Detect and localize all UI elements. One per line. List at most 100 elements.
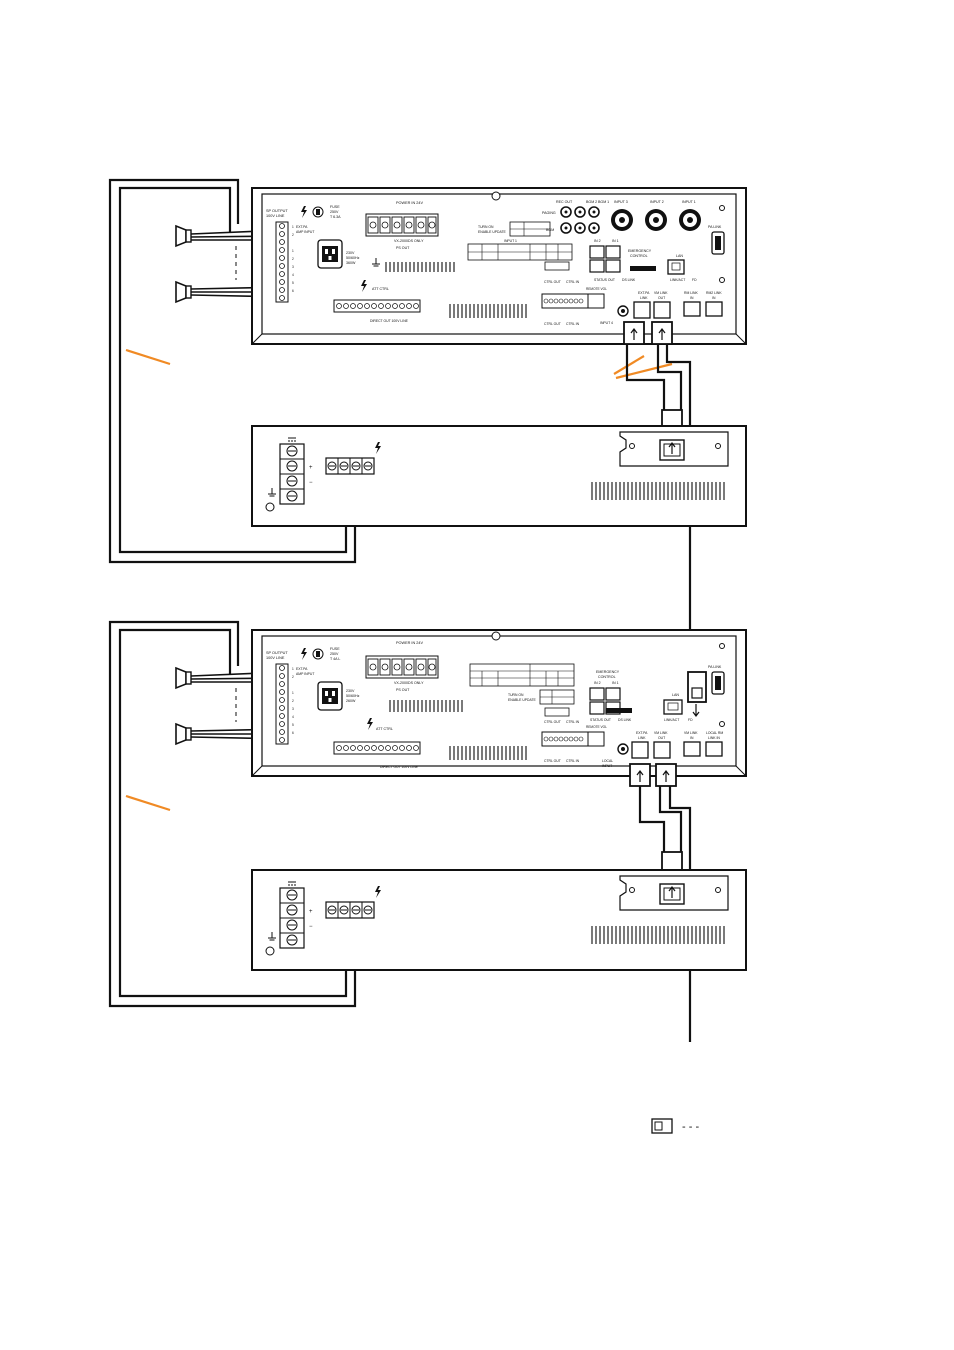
fd-label: FD (692, 278, 697, 282)
ext-pa-link-port[interactable] (631, 741, 649, 759)
ctrl-out-label: CTRL OUT (544, 280, 561, 284)
vm-link-in-port[interactable] (683, 741, 701, 757)
ext-pa-link-word: LINK (640, 296, 648, 300)
in2-label: IN 2 (594, 239, 601, 243)
rm2-link-in-port[interactable] (705, 301, 723, 317)
turn-on-label: TURN ON (508, 693, 524, 697)
svg-text:2: 2 (292, 675, 294, 679)
ctrl-out-label: CTRL OUT (544, 720, 561, 724)
link-act-label: LINK/ACT (664, 718, 679, 722)
ext-pa-link-label: EXT.PA (638, 291, 650, 295)
lightning-icon (375, 886, 381, 898)
vm-link-in-word: IN (690, 736, 694, 740)
rm-link-in-port[interactable] (683, 301, 701, 317)
ctrl-in-label-2: CTRL IN (566, 322, 580, 326)
speaker-line-loop-top (108, 178, 357, 564)
amp-input-label: AMP INPUT (296, 230, 314, 234)
ac-frequency: 50/60Hz (346, 694, 360, 698)
speaker-icon (175, 280, 192, 304)
svg-text:−: − (309, 924, 313, 930)
link-act-label: LINK/ACT (670, 278, 685, 282)
ds-link-label: DS LINK (622, 278, 636, 282)
rm-link-in-word: IN (690, 296, 694, 300)
ext-pa-link-label: EXT.PA (636, 731, 648, 735)
input3-label: INPUT 3 (614, 200, 628, 204)
fuse-label: FUSE (330, 647, 340, 651)
vm-link-label: VM LINK (654, 731, 668, 735)
ctrl-out-label-2: CTRL OUT (544, 322, 561, 326)
in1-label: IN 1 (612, 681, 619, 685)
bgm-label: BGM (546, 228, 554, 232)
direct-out-label: DIRECT OUT 100V LINE (380, 765, 419, 769)
ds-link-label: DS LINK (618, 718, 632, 722)
vm-link-out-word: OUT (658, 296, 665, 300)
emergency-label: EMERGENCY (628, 249, 652, 253)
paging-label: PAGING (542, 211, 556, 215)
ac-inlet-icon (317, 681, 343, 711)
svg-text:1: 1 (292, 667, 294, 671)
vm-link-out-port[interactable] (653, 301, 671, 319)
input4-label: INPUT 4 (600, 321, 613, 325)
pa-link-plug (687, 671, 707, 717)
ext-pa-link-word: LINK (638, 736, 646, 740)
vm-link-out-port[interactable] (653, 741, 671, 759)
lan-label: LAN (672, 693, 679, 697)
legend-dashes: - - - (682, 1121, 699, 1133)
enable-update-label: ENABLE UPDATE (478, 230, 507, 234)
svg-text:6: 6 (292, 289, 294, 293)
fuse-current: T 4A L (330, 657, 340, 661)
svg-text:+: + (309, 909, 313, 915)
svg-text:5: 5 (292, 723, 294, 727)
ground-icon (268, 932, 276, 941)
legend: - - - (651, 1118, 699, 1134)
rec-out-label: REC OUT (556, 200, 573, 204)
svg-text:2: 2 (292, 233, 294, 237)
svg-text:4: 4 (292, 715, 294, 719)
power-in-label: POWER IN 24V (396, 641, 423, 645)
link-in-label: LINK IN (708, 736, 720, 740)
att-ctrl-label: ATT CTRL (372, 287, 389, 291)
fuse-current: T 6.3A (330, 215, 341, 219)
remote-vol-label: REMOTE VOL (586, 725, 607, 729)
amp-output-terminal (325, 901, 375, 919)
svg-text:3: 3 (292, 265, 294, 269)
rj45-port-icon (589, 245, 621, 273)
power-amplifier-2: + − (251, 869, 747, 971)
speaker-icon (175, 224, 192, 248)
ctrl-in-label: CTRL IN (566, 720, 580, 724)
lightning-icon (361, 280, 367, 292)
screw-icon (491, 631, 501, 641)
bgm2-label: BGM 2 (586, 200, 597, 204)
svg-text:2: 2 (292, 257, 294, 261)
link-cable-unit2 (629, 763, 692, 1042)
ctrl-in-label: CTRL IN (566, 280, 580, 284)
dc-power-terminal: + − (279, 437, 313, 505)
status-out-label: STATUS OUT (594, 278, 615, 282)
callout-mark-2 (613, 355, 645, 375)
lightning-icon (301, 648, 307, 660)
vx-only-label: VX-2000DS ONLY (394, 681, 424, 685)
callout-mark-1 (125, 348, 171, 366)
screw-icon (719, 277, 725, 283)
sp-output-label: SP OUTPUT (266, 209, 288, 213)
ext-pa-label: EXT.PA (296, 225, 308, 229)
vm-link-label: VM LINK (654, 291, 668, 295)
power-amplifier-1: + − (251, 425, 747, 527)
svg-text:1: 1 (292, 225, 294, 229)
in2-label: IN 2 (594, 681, 601, 685)
vent-slots (385, 262, 527, 318)
fuse-rating: 250V (330, 210, 339, 214)
ac-voltage: 230V (346, 251, 355, 255)
svg-text:−: − (309, 480, 313, 486)
ac-wattage: 260W (346, 699, 356, 703)
rm-link-label: RM LINK (684, 291, 698, 295)
vent-slots (591, 482, 725, 500)
speaker-icon (175, 722, 192, 746)
ac-wattage: 360W (346, 261, 356, 265)
lightning-icon (301, 206, 307, 218)
ext-pa-link-port[interactable] (633, 301, 651, 319)
fuse-label: FUSE (330, 205, 340, 209)
ext-pa-label: EXT.PA (296, 667, 308, 671)
local-rm-link-in-port[interactable] (705, 741, 723, 757)
